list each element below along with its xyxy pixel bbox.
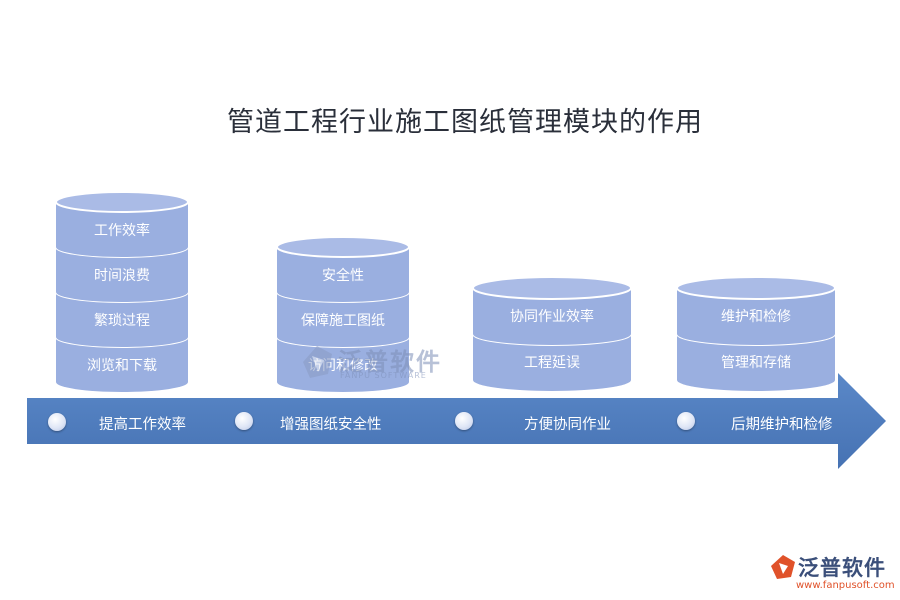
cylinder-segment <box>473 288 631 345</box>
cylinder-segment <box>56 247 188 302</box>
cylinder-segment <box>677 334 835 391</box>
cylinder-segment <box>473 334 631 391</box>
stack-3-label-1: 协同作业效率 <box>510 309 594 325</box>
timeline-dot-2 <box>235 412 253 430</box>
timeline-dot-3 <box>455 412 473 430</box>
stack-2-label-2: 保障施工图纸 <box>301 312 385 329</box>
stack-1-label-1: 工作效率 <box>94 222 150 239</box>
stack-1-label-4: 浏览和下载 <box>87 357 157 374</box>
stack-4-label-2: 管理和存储 <box>721 355 791 371</box>
cylinder-segment <box>277 247 409 302</box>
cylinder-stack-1 <box>55 191 189 392</box>
cylinder-segment <box>277 337 409 392</box>
cylinder-stacks <box>55 191 836 392</box>
watermark-logo-icon <box>303 346 332 378</box>
cylinder-segment <box>277 292 409 347</box>
brand-logo-icon <box>771 555 795 579</box>
timeline-label-3: 方便协同作业 <box>524 417 611 433</box>
cylinder-top-rim <box>676 276 836 300</box>
cylinder-segment <box>56 292 188 347</box>
stack-2-label-1: 安全性 <box>322 267 364 284</box>
stack-3-label-2: 工程延误 <box>524 355 580 371</box>
watermark: 泛普软件 FANPU SOFTWARE <box>300 340 450 386</box>
diagram-title: 管道工程行业施工图纸管理模块的作用 <box>227 107 703 138</box>
brand-logo: 泛普软件 www.fanpusoft.com <box>770 552 895 598</box>
timeline-dot-4 <box>677 412 695 430</box>
stack-1-label-3: 繁琐过程 <box>94 312 150 329</box>
timeline-label-2: 增强图纸安全性 <box>280 417 382 433</box>
stack-4-label-1: 维护和检修 <box>721 309 791 325</box>
watermark-name: 泛普软件 <box>338 348 442 376</box>
stack-1-label-2: 时间浪费 <box>94 267 150 284</box>
brand-name: 泛普软件 <box>798 556 886 580</box>
cylinder-stack-3 <box>472 276 632 391</box>
brand-url: www.fanpusoft.com <box>796 580 895 591</box>
cylinder-stack-2 <box>276 236 410 392</box>
timeline-label-1: 提高工作效率 <box>99 417 186 433</box>
cylinder-top-rim <box>276 236 410 258</box>
timeline-label-4: 后期维护和检修 <box>731 417 833 433</box>
timeline-dot-1 <box>48 413 66 431</box>
cylinder-stack-4 <box>676 276 836 391</box>
cylinder-segment <box>677 288 835 345</box>
cylinder-segment <box>56 337 188 392</box>
watermark-sub: FANPU SOFTWARE <box>340 371 427 380</box>
cylinder-segment <box>56 202 188 257</box>
cylinder-top-rim <box>55 191 189 213</box>
cylinder-top-rim <box>472 276 632 300</box>
